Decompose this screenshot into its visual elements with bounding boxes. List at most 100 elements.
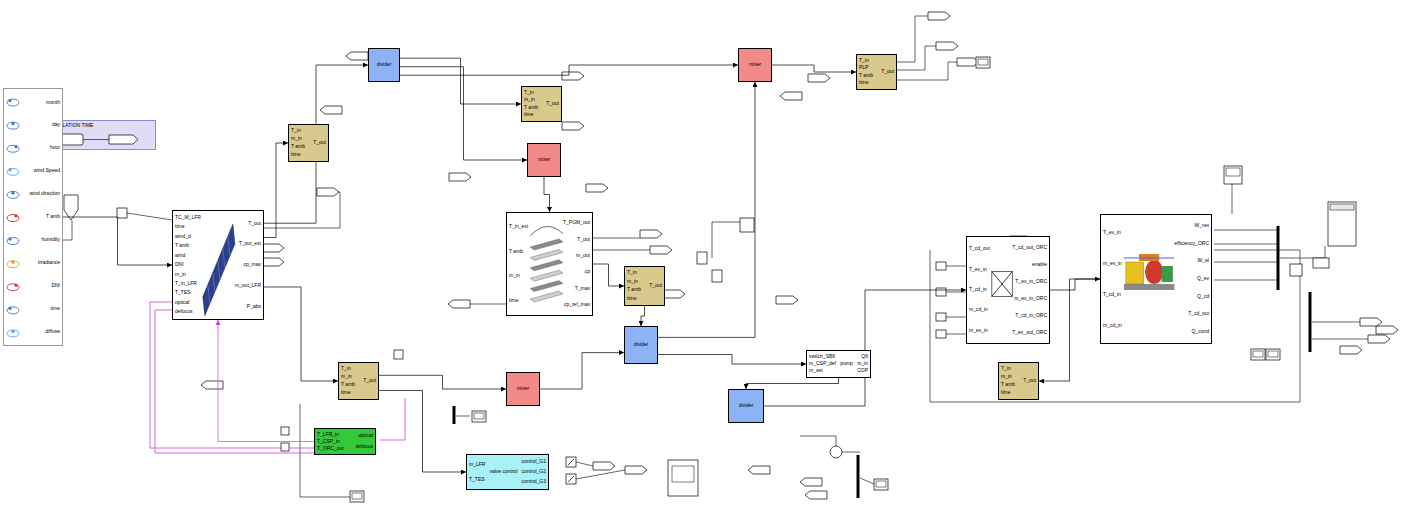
port-column: divider xyxy=(731,392,761,420)
port-column: T_out xyxy=(313,127,326,159)
port-column: TC_M_LFRtimewind_dT ambwindDNIm_inT_in_L… xyxy=(175,213,201,317)
panel-drawing xyxy=(203,224,235,315)
wire xyxy=(155,310,314,453)
signal-connector xyxy=(658,355,806,365)
port-label: Q_ev xyxy=(1197,276,1209,282)
wire xyxy=(842,452,860,453)
wire xyxy=(150,302,314,448)
constant-block xyxy=(281,443,289,451)
collector-block: T_in_extT ambm_intimeT_PGM_outT_outm_out… xyxy=(506,212,593,316)
port-label: T_in xyxy=(341,366,351,372)
constant-block xyxy=(936,330,946,338)
port-label: m_ev_in xyxy=(969,328,988,334)
port-column: valve control xyxy=(488,457,518,487)
engine-part xyxy=(1162,266,1173,282)
wire xyxy=(800,436,836,446)
split-block: divider xyxy=(368,48,400,82)
wire xyxy=(946,317,966,318)
panel-grid xyxy=(213,273,215,292)
port-label: T_in xyxy=(859,58,869,64)
port-label: T_cd_out xyxy=(1188,311,1209,317)
mirror-row xyxy=(530,260,563,271)
block-label: divider xyxy=(634,342,649,348)
port-label: DNI xyxy=(175,262,184,268)
signal-connector xyxy=(63,217,172,265)
port-label: cp_ref_max xyxy=(564,302,590,308)
mux-bar xyxy=(1309,292,1312,352)
port-label: T amb xyxy=(524,105,538,111)
engine-part xyxy=(1145,260,1163,284)
port-label: Q6 xyxy=(861,354,868,360)
mirror-row xyxy=(530,239,563,250)
block-label: mixer xyxy=(749,62,761,68)
goto-tag xyxy=(320,106,342,114)
weather-icon xyxy=(11,122,14,125)
goto-tag xyxy=(936,42,958,50)
port-column: divider xyxy=(627,329,655,361)
goto-tag xyxy=(640,230,662,238)
port-column: m_LFRT_TES xyxy=(469,457,485,487)
wire xyxy=(470,304,506,305)
port-label: DNI xyxy=(51,283,60,289)
port-column: T_inPLPT ambtime xyxy=(859,57,873,87)
exchanger-symbol xyxy=(992,272,1012,297)
goto-tag xyxy=(928,12,950,20)
split-block: divider xyxy=(624,326,658,364)
port-label: efficiency_ORC xyxy=(1174,241,1209,247)
goto-tag xyxy=(776,296,798,304)
weather-icon xyxy=(7,261,19,268)
wire xyxy=(576,470,625,479)
mirror-row xyxy=(530,291,563,302)
weather-icon xyxy=(7,215,19,222)
port-label: W_el xyxy=(1198,258,1209,264)
port-label: P_abs xyxy=(247,304,261,310)
signal-connector xyxy=(593,264,624,286)
port-label: defocus xyxy=(175,309,193,315)
port-label: m_cd_in xyxy=(969,307,988,313)
port-label: T_LFR_in xyxy=(317,432,339,438)
port-column: T_inm_inT ambtime xyxy=(1001,365,1015,397)
port-label: time xyxy=(627,296,636,302)
goto-tags xyxy=(201,12,1398,499)
goto-tag xyxy=(201,381,223,389)
wire xyxy=(1214,262,1278,263)
wire xyxy=(946,334,966,335)
pipe-block: T_inm_inT ambtimeT_out xyxy=(624,266,665,306)
wire xyxy=(1312,322,1360,323)
port-label: m_ev_in xyxy=(1103,261,1122,267)
goto-tag xyxy=(1360,318,1382,326)
port-label: m_out xyxy=(576,253,590,259)
port-label: m_in xyxy=(627,279,638,285)
port-label: cp xyxy=(585,269,590,275)
port-label: T amb xyxy=(341,382,355,388)
port-column: monthdayhourwind Speedwind directionT am… xyxy=(29,91,60,343)
weather-icon xyxy=(14,284,17,287)
port-label: W_net xyxy=(1195,223,1209,229)
split-block: divider xyxy=(728,389,764,423)
port-column: T_inm_inT ambtime xyxy=(341,365,355,397)
weather-icon xyxy=(7,168,19,175)
port-label: hour xyxy=(50,145,60,151)
weather-icon xyxy=(11,191,14,194)
signal-connector xyxy=(772,65,856,72)
port-label: m_CSP_def xyxy=(809,361,836,367)
goto-tag xyxy=(805,491,827,499)
port-label: TC_M_LFR xyxy=(175,215,201,221)
wire xyxy=(946,292,966,293)
constants xyxy=(28,183,1329,484)
goto-tag xyxy=(448,300,470,308)
port-label: COP xyxy=(857,368,868,374)
constant-block xyxy=(936,288,946,296)
pipe-block: T_inm_inT ambtimeT_out xyxy=(338,362,379,400)
block-label: pump xyxy=(840,361,853,367)
signal-connector xyxy=(264,143,288,238)
port-label: control_G1 xyxy=(522,459,546,465)
goto-tag xyxy=(1368,335,1390,343)
display-screen xyxy=(1330,204,1354,210)
panel-grid xyxy=(223,248,225,267)
exchanger-symbol xyxy=(992,272,1012,297)
port-label: T amb xyxy=(291,144,305,150)
signal-connector xyxy=(1050,279,1100,290)
port-label: control_G2 xyxy=(522,469,546,475)
port-label: m_in xyxy=(175,272,186,278)
